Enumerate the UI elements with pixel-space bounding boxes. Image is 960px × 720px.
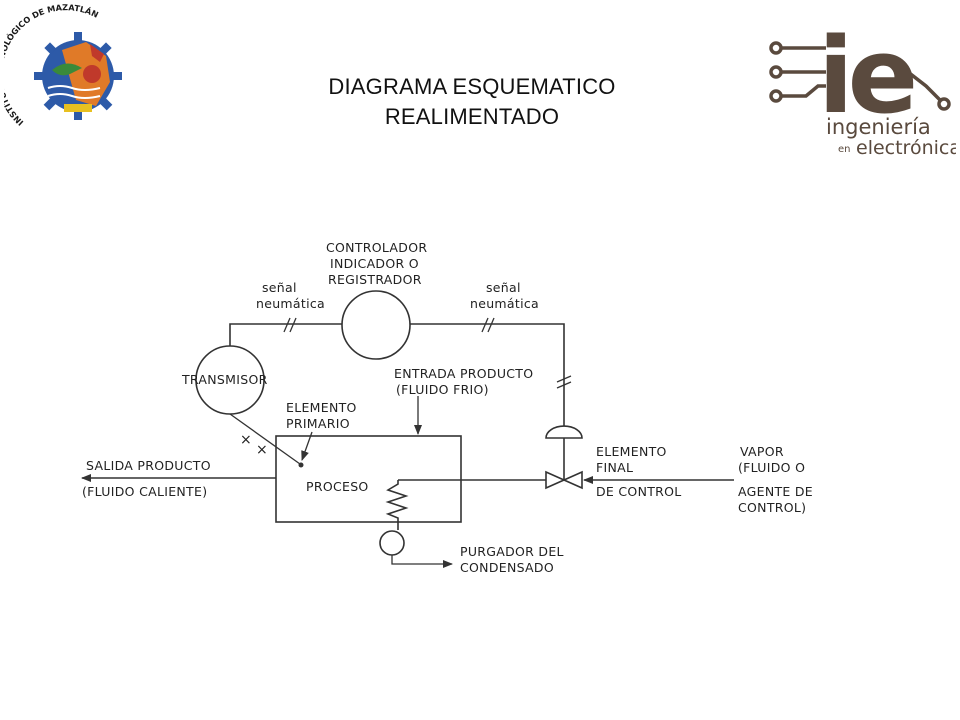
sun-icon <box>83 65 101 83</box>
steam-trap-icon <box>379 530 405 556</box>
trap-label: PURGADOR DEL CONDENSADO <box>460 544 568 575</box>
logo-line-2: electrónica <box>856 137 956 158</box>
logo-mark: ie <box>818 15 914 137</box>
engineering-logo: ie ingeniería en electrónica <box>769 15 956 158</box>
logo-line-1: ingeniería <box>826 115 931 139</box>
output-product-label-2: (FLUIDO CALIENTE) <box>82 484 207 499</box>
page-title: DIAGRAMA ESQUEMATICO REALIMENTADO <box>272 72 672 132</box>
condensate-arrow <box>391 555 453 568</box>
signal-left-label: señal neumática <box>256 280 325 311</box>
signal-line-right <box>410 323 565 426</box>
svg-text:×: × <box>240 432 252 448</box>
institute-logo: INSTITUTO TECNOLÓGICO DE MAZATLÁN <box>4 4 122 128</box>
controller-label: CONTROLADOR INDICADOR O REGISTRADOR <box>326 240 432 287</box>
process-label: PROCESO <box>306 479 369 494</box>
logo-line-2-small: en <box>838 144 851 155</box>
svg-text:×: × <box>256 442 268 458</box>
circuit-traces-icon <box>769 41 951 111</box>
output-product-label-1: SALIDA PRODUCTO <box>86 458 211 473</box>
input-product-label: ENTRADA PRODUCTO (FLUIDO FRIO) <box>394 366 538 397</box>
steam-label: VAPOR (FLUIDO O AGENTE DE CONTROL) <box>738 444 817 515</box>
final-element-label: ELEMENTO FINAL DE CONTROL <box>596 444 682 499</box>
control-valve-icon <box>545 425 583 490</box>
transmitter-label: TRANSMISOR <box>181 372 268 387</box>
signal-line-left <box>229 323 342 346</box>
capillary-line <box>229 413 301 465</box>
primary-element-label: ELEMENTO PRIMARIO <box>286 400 361 431</box>
fish-icon <box>52 63 82 76</box>
title-line-1: DIAGRAMA ESQUEMATICO <box>328 74 616 99</box>
controller-circle <box>341 290 411 360</box>
heating-coil-icon <box>385 480 409 530</box>
process-box <box>275 435 462 523</box>
title-line-2: REALIMENTADO <box>384 104 560 129</box>
signal-right-label: señal neumática <box>470 280 539 311</box>
